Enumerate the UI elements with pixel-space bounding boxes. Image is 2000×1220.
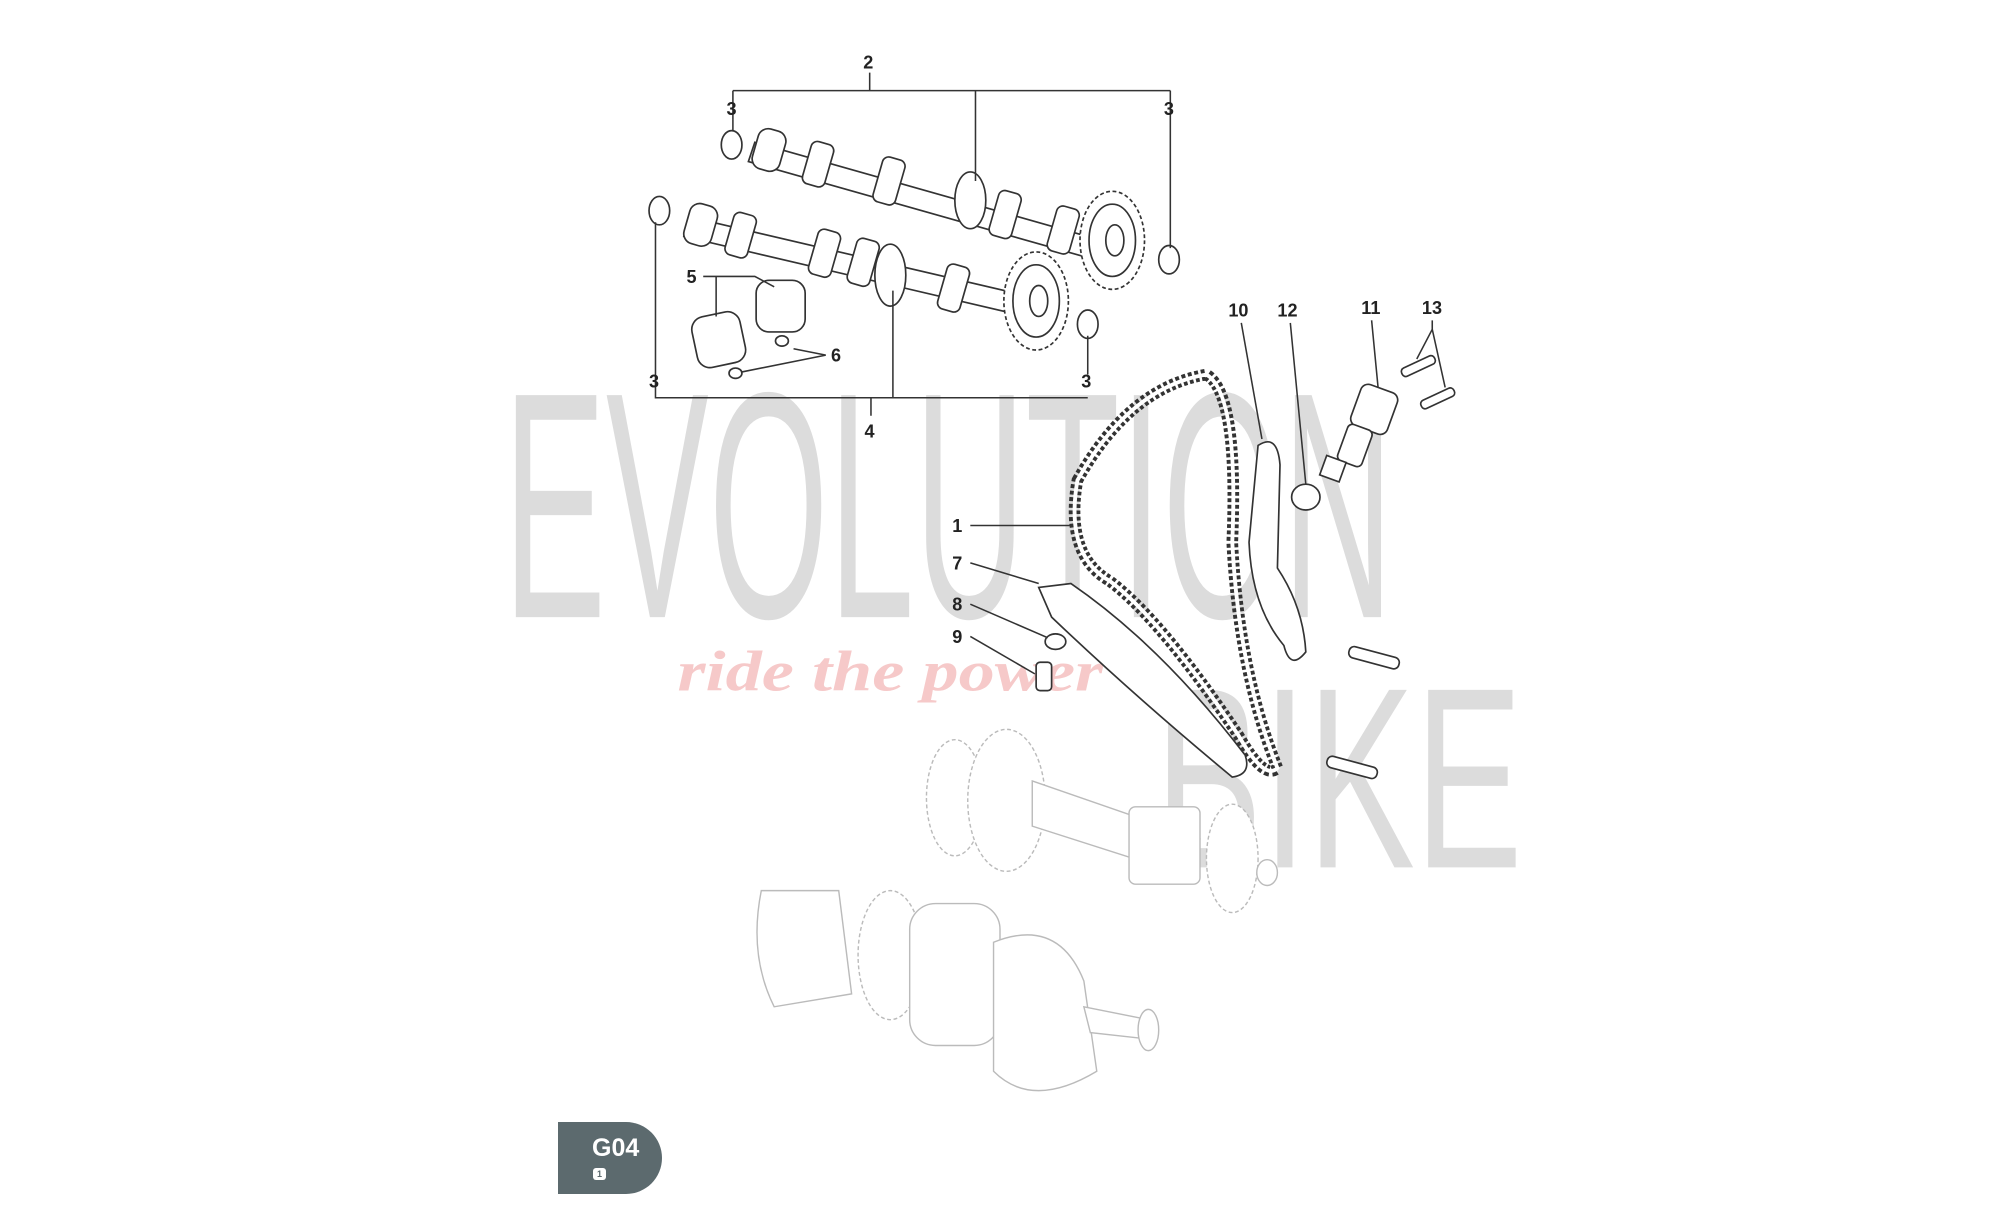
- washer: [1044, 633, 1067, 651]
- chain-guide: [1248, 441, 1307, 661]
- chain-tensioner: [1318, 383, 1399, 484]
- callout-3: 3: [1164, 99, 1174, 119]
- callout-8: 8: [952, 595, 962, 615]
- pivot-bolt: [1035, 661, 1053, 692]
- camshaft-bush: [1076, 309, 1099, 340]
- exhaust-camshaft: [747, 127, 1146, 291]
- callout-1: 1: [952, 516, 962, 536]
- callout-6: 6: [831, 346, 841, 366]
- callout-2: 2: [863, 53, 873, 73]
- callout-12: 12: [1277, 300, 1297, 320]
- callout-9: 9: [952, 627, 962, 647]
- page-badge: G04 1: [558, 1122, 662, 1194]
- balance-shaft: [925, 728, 1279, 914]
- callout-7: 7: [952, 553, 962, 573]
- camshaft-bush: [1157, 244, 1181, 275]
- callout-3: 3: [726, 99, 736, 119]
- screw: [1419, 387, 1456, 410]
- callout-4: 4: [865, 422, 875, 442]
- sealing-ring: [1290, 483, 1321, 511]
- camshaft-bush: [648, 195, 671, 226]
- callout-11: 11: [1361, 298, 1380, 318]
- callout-3: 3: [649, 371, 659, 391]
- leader-lines: [654, 72, 1446, 675]
- callout-3: 3: [1081, 371, 1091, 391]
- shim: [728, 367, 743, 380]
- screw: [1400, 354, 1437, 378]
- crankshaft: [756, 889, 1160, 1092]
- dowel-pin: [1325, 755, 1379, 780]
- tappet: [755, 279, 806, 333]
- dowel-pin: [1347, 645, 1401, 670]
- sheet-number: 1: [593, 1168, 606, 1180]
- group-code: G04: [592, 1134, 640, 1162]
- callout-10: 10: [1228, 300, 1248, 320]
- tappet: [690, 310, 747, 369]
- callout-5: 5: [686, 267, 696, 287]
- camshaft-bush: [720, 129, 743, 160]
- chain-tensioner-slider: [1037, 582, 1248, 778]
- shim: [774, 334, 790, 347]
- intake-camshaft: [682, 202, 1070, 351]
- watermark-brand-line1: EVOLUTION: [503, 326, 1393, 686]
- callout-13: 13: [1422, 298, 1442, 318]
- watermark-logo: EVOLUTION BIKE ride the power: [503, 326, 1522, 922]
